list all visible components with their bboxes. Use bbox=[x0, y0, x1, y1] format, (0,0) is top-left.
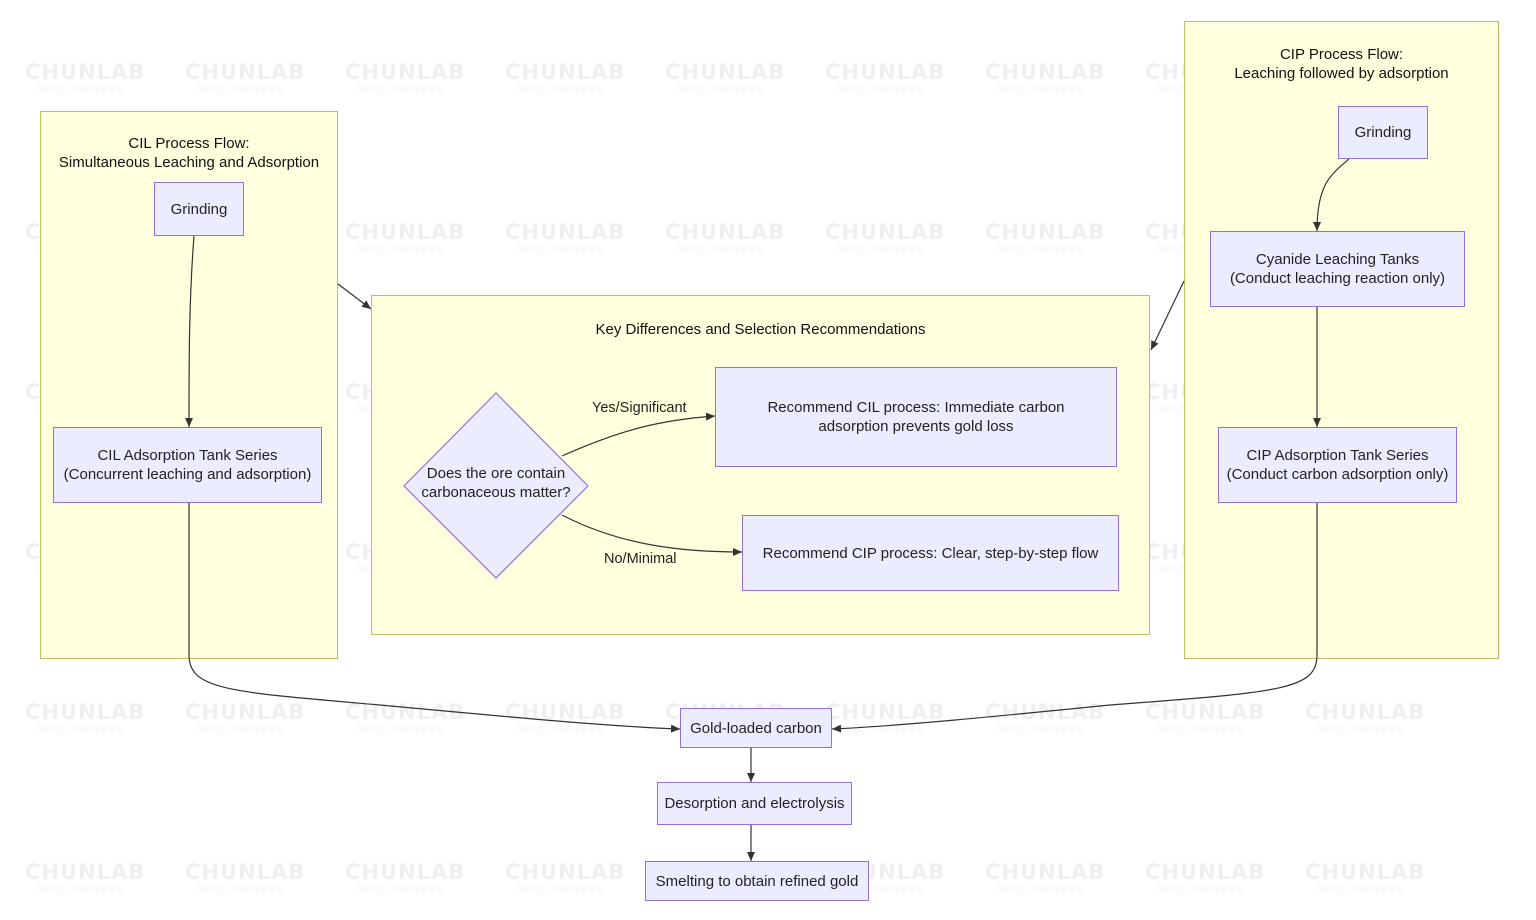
edge-label-yes: Yes/Significant bbox=[592, 400, 687, 416]
gold-loaded-carbon-label: Gold-loaded carbon bbox=[690, 719, 822, 737]
cil-adsorption-tank-label: CIL Adsorption Tank Series (Concurrent l… bbox=[63, 447, 312, 483]
cip-adsorption-tank-node: CIP Adsorption Tank Series (Conduct carb… bbox=[1218, 427, 1457, 503]
desorption-electrolysis-label: Desorption and electrolysis bbox=[664, 795, 845, 812]
cil-grinding-node: Grinding bbox=[154, 182, 244, 236]
recommend-cil-node: Recommend CIL process: Immediate carbon … bbox=[715, 367, 1117, 467]
cil-cluster-title: CIL Process Flow: Simultaneous Leaching … bbox=[58, 135, 320, 171]
cil-adsorption-tank-node: CIL Adsorption Tank Series (Concurrent l… bbox=[53, 427, 322, 503]
edge-cip-tanks-to-gold bbox=[831, 503, 1318, 733]
cyanide-leaching-tanks-node: Cyanide Leaching Tanks (Conduct leaching… bbox=[1210, 231, 1465, 307]
edge-cip-cluster-to-key bbox=[1150, 280, 1185, 351]
cip-grinding-node: Grinding bbox=[1338, 106, 1428, 159]
cyanide-leaching-tanks-label: Cyanide Leaching Tanks (Conduct leaching… bbox=[1229, 251, 1446, 287]
edge-cil-tanks-to-gold bbox=[188, 503, 681, 733]
recommend-cil-label: Recommend CIL process: Immediate carbon … bbox=[767, 399, 1065, 435]
smelting-node: Smelting to obtain refined gold bbox=[645, 861, 869, 901]
cil-grinding-label: Grinding bbox=[170, 200, 228, 218]
cip-adsorption-tank-label: CIP Adsorption Tank Series (Conduct carb… bbox=[1226, 447, 1449, 483]
gold-loaded-carbon-node: Gold-loaded carbon bbox=[680, 708, 832, 748]
edge-cip-grinding-to-leach bbox=[1313, 158, 1350, 232]
decision-diamond bbox=[403, 392, 589, 579]
edge-cil-cluster-to-key bbox=[337, 283, 372, 310]
smelting-label: Smelting to obtain refined gold bbox=[655, 872, 859, 890]
edge-decision-no bbox=[561, 514, 743, 556]
cip-cluster-title: CIP Process Flow: Leaching followed by a… bbox=[1234, 46, 1449, 82]
key-cluster-title: Key Differences and Selection Recommenda… bbox=[595, 321, 926, 338]
decision-label: Does the ore contain carbonaceous matter… bbox=[421, 465, 571, 501]
edge-label-no: No/Minimal bbox=[604, 551, 677, 567]
cip-grinding-label: Grinding bbox=[1354, 124, 1412, 141]
recommend-cip-node: Recommend CIP process: Clear, step-by-st… bbox=[742, 515, 1119, 591]
recommend-cip-label: Recommend CIP process: Clear, step-by-st… bbox=[762, 544, 1099, 562]
edge-cil-grinding-to-tanks bbox=[185, 235, 195, 428]
desorption-electrolysis-node: Desorption and electrolysis bbox=[657, 782, 852, 825]
edge-decision-yes bbox=[561, 412, 716, 457]
